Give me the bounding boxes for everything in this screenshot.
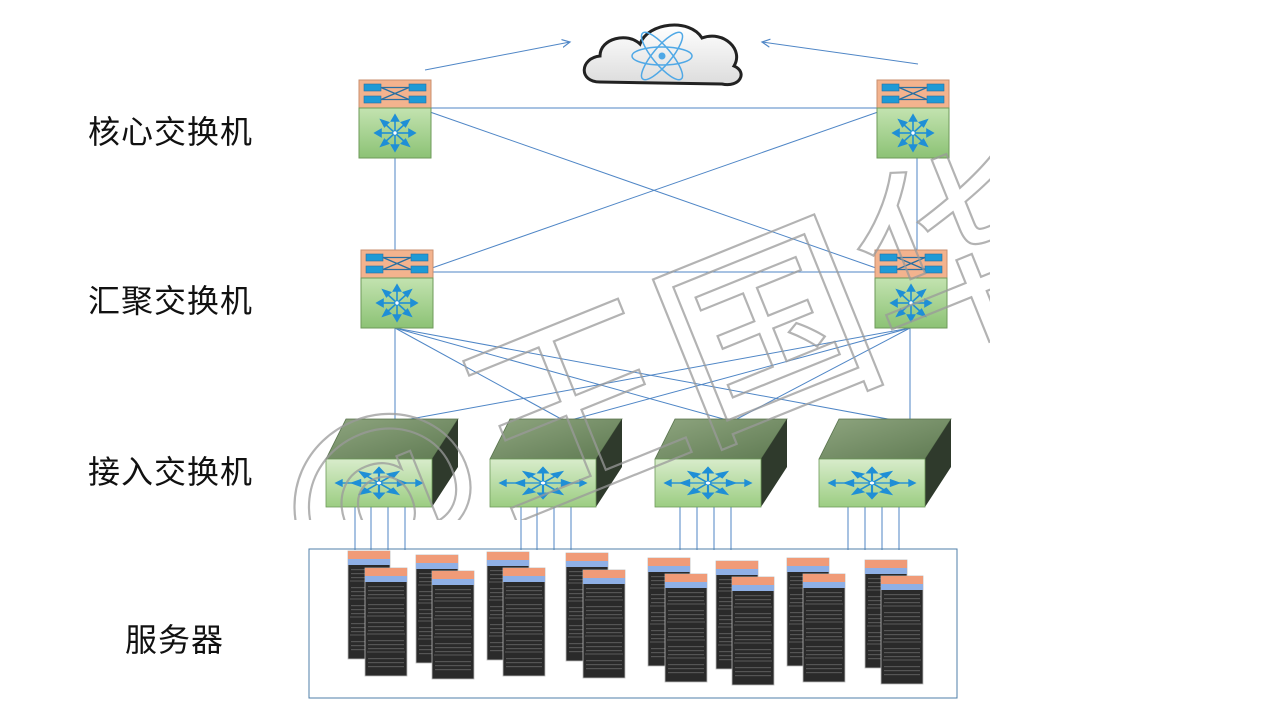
server-rack-icon (880, 575, 924, 685)
core-switch-left (359, 80, 431, 158)
server-rack-icon (802, 573, 846, 683)
uplink-right (762, 42, 919, 65)
aggregation-switch-right (875, 250, 947, 328)
link-core-right-agg-left (431, 111, 879, 269)
cloud-uplinks (424, 42, 919, 71)
cloud-network-icon (582, 23, 743, 87)
tier-label-access: 接入交换机 (88, 453, 254, 491)
server-rack-icon (364, 567, 408, 677)
core-switch-right (877, 80, 949, 158)
tier-label-aggregation: 汇聚交换机 (88, 282, 254, 320)
tier-label-core: 核心交换机 (88, 113, 254, 151)
access-switch-3 (655, 419, 787, 507)
tier-label-servers: 服务器 (125, 621, 225, 659)
access-server-links (354, 507, 900, 550)
server-rack-icon (582, 569, 626, 679)
access-switch-2 (490, 419, 622, 507)
access-switch-1 (326, 419, 458, 507)
server-rack-icon (731, 576, 775, 686)
core-aggregation-links (394, 107, 918, 273)
link-core-left-agg-right (429, 111, 877, 269)
access-switch-4 (819, 419, 951, 507)
server-rack-icon (664, 573, 708, 683)
server-rack-icon (502, 567, 546, 677)
aggregation-switch-left (361, 250, 433, 328)
server-rack-icon (431, 570, 475, 680)
aggregation-access-links (394, 327, 911, 421)
uplink-left (424, 42, 570, 71)
server-racks (347, 550, 924, 686)
server-frame (308, 548, 958, 699)
